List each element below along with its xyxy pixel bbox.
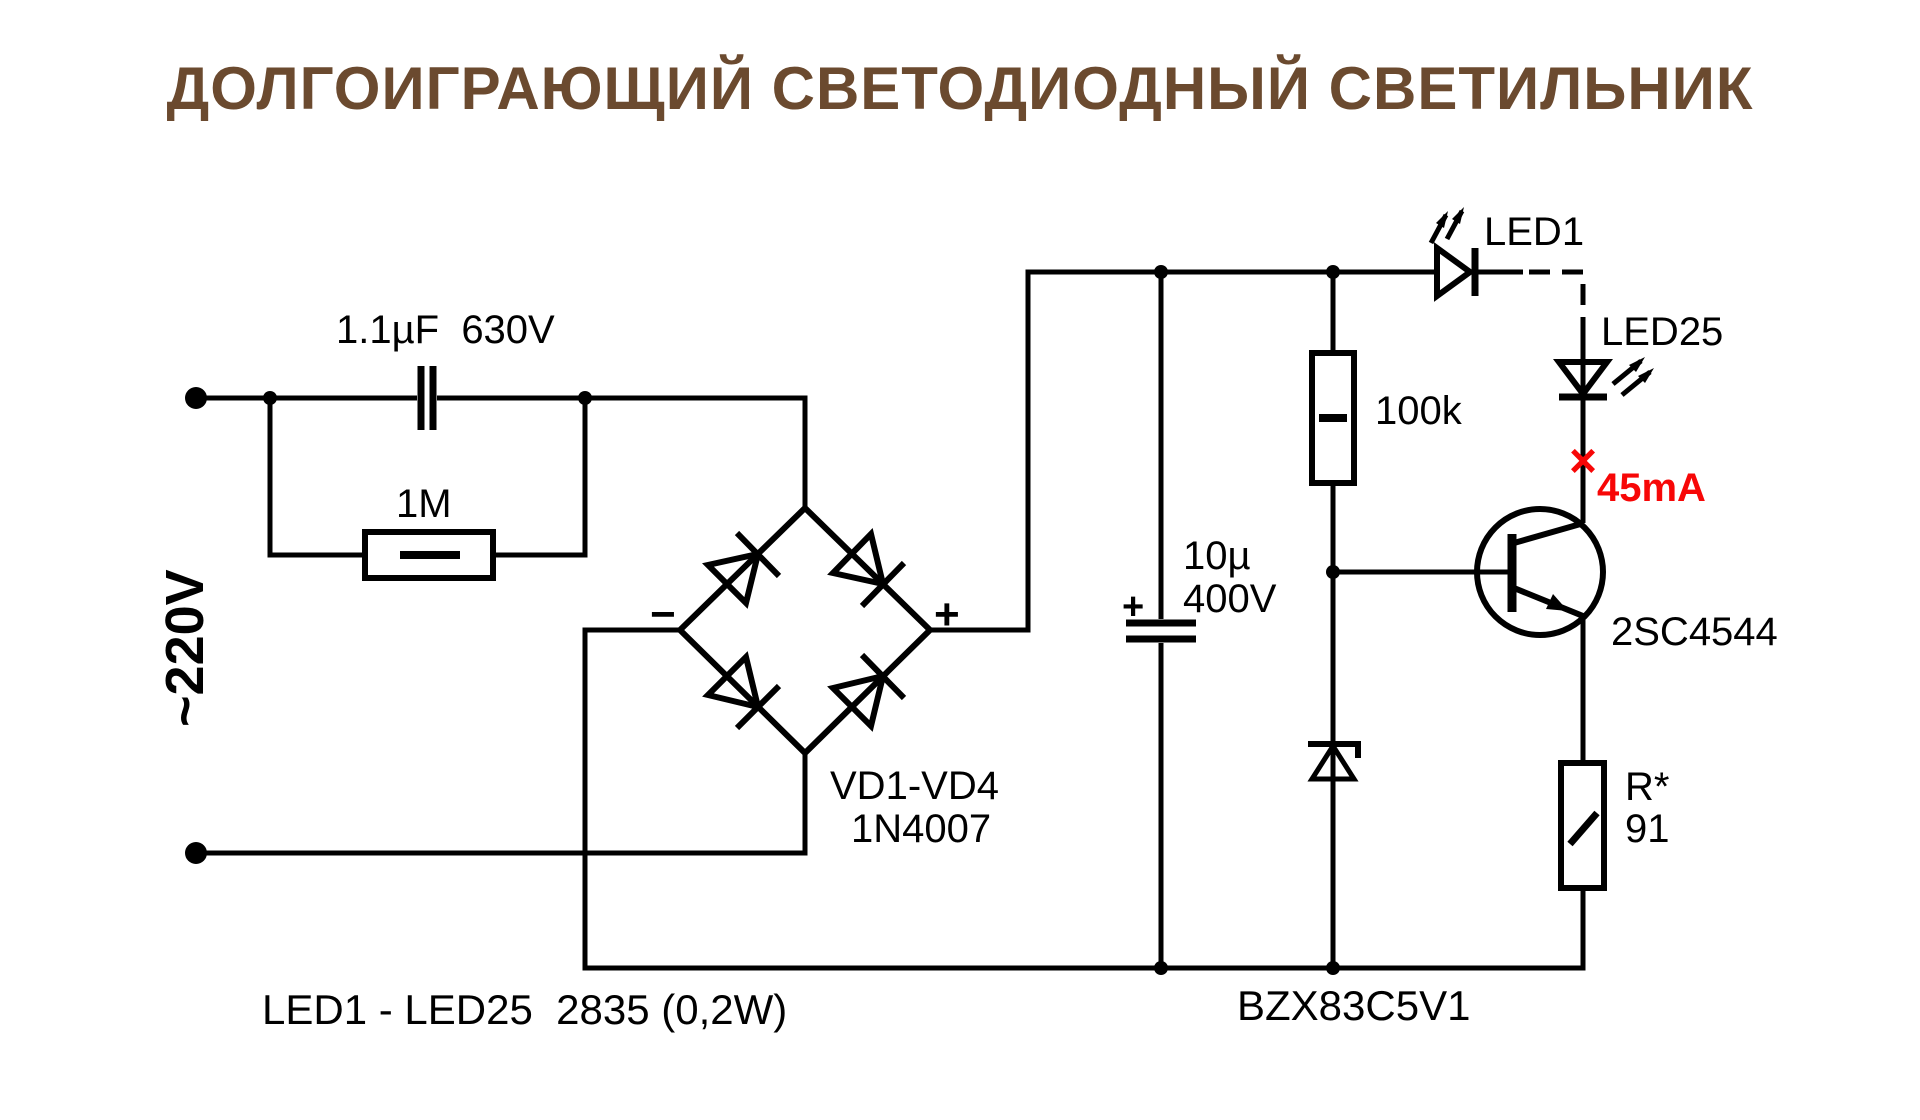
led-spec-note: LED1 - LED25 2835 (0,2W) [262,986,788,1033]
filter-capacitor-voltage-label: 400V [1183,577,1277,621]
base-resistor-symbol [1309,350,1357,486]
bridge-rectifier-symbol [675,503,935,758]
led1-symbol [1428,207,1479,302]
emitter-resistor-symbol [1558,760,1607,891]
discharge-resistor-label: 1M [396,482,452,526]
bridge-part-label: 1N4007 [851,807,992,851]
emitter-resistor-value-label: 91 [1625,807,1670,851]
filter-capacitor-symbol [1126,619,1196,643]
zener-diode-symbol [1307,741,1361,782]
led25-label: LED25 [1601,310,1724,354]
led-current-annotation: 45mA [1597,466,1706,510]
bridge-minus-label: − [650,590,676,639]
ac-terminal-bottom [185,842,207,864]
zener-part-note: BZX83C5V1 [1237,982,1471,1029]
input-capacitor-label: 1.1µF 630V [336,308,555,352]
page-title: ДОЛГОИГРАЮЩИЙ СВЕТОДИОДНЫЙ СВЕТИЛЬНИК [166,55,1754,122]
base-resistor-label: 100k [1375,389,1462,433]
bridge-designator-label: VD1-VD4 [830,764,999,808]
led-string-dashed-link [1529,269,1586,330]
ac-input-terminals [185,387,207,864]
filter-capacitor-polarity-label: + [1122,586,1145,628]
bridge-plus-label: + [934,590,960,639]
ac-terminal-top [185,387,207,409]
junction-dots [263,265,1340,975]
transistor-part-label: 2SC4544 [1611,610,1778,654]
transistor-symbol [1474,506,1606,638]
wires [196,269,1586,971]
emitter-resistor-designator-label: R* [1625,765,1670,809]
discharge-resistor-symbol [362,529,496,581]
led25-symbol [1553,357,1654,401]
input-capacitor-symbol [417,366,437,430]
mains-voltage-label: ~220V [155,569,215,727]
led1-label: LED1 [1484,210,1585,254]
current-break-marker: × [1569,435,1598,488]
filter-capacitor-value-label: 10µ [1183,534,1251,578]
